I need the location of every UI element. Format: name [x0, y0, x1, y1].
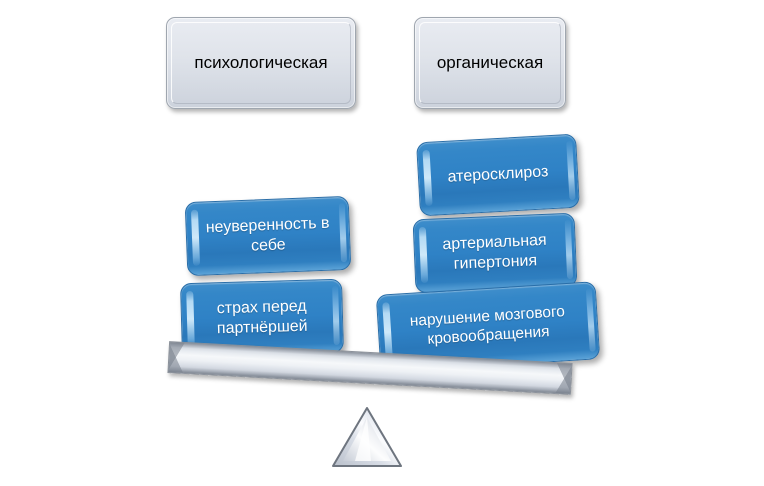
factor-label-insecurity: неуверенность в себе: [205, 215, 330, 255]
category-label-psychological: психологическая: [194, 53, 328, 73]
category-box-organic[interactable]: органическая: [414, 17, 566, 109]
category-box-psychological[interactable]: психологическая: [166, 17, 356, 109]
category-label-organic: органическая: [436, 53, 544, 73]
factor-box-atherosclerosis[interactable]: атеросклироз: [416, 133, 580, 217]
beam-left-bevel: [168, 342, 187, 373]
factor-label-atherosclerosis: атеросклироз: [447, 163, 549, 187]
fulcrum-icon: [332, 407, 402, 467]
factor-box-arterial-hypertension[interactable]: артериальная гипертония: [412, 212, 578, 294]
fulcrum-triangle: [330, 406, 404, 470]
factor-box-insecurity[interactable]: неуверенность в себе: [184, 195, 352, 277]
factor-label-cerebral-circulation: нарушение мозгового кровообращения: [409, 303, 566, 348]
factor-label-arterial-hypertension: артериальная гипертония: [442, 232, 548, 273]
factor-label-fear-of-partner: страх перед партнёршей: [216, 298, 308, 338]
beam-right-bevel: [553, 363, 572, 394]
beam-bottom-edge: [168, 366, 571, 394]
